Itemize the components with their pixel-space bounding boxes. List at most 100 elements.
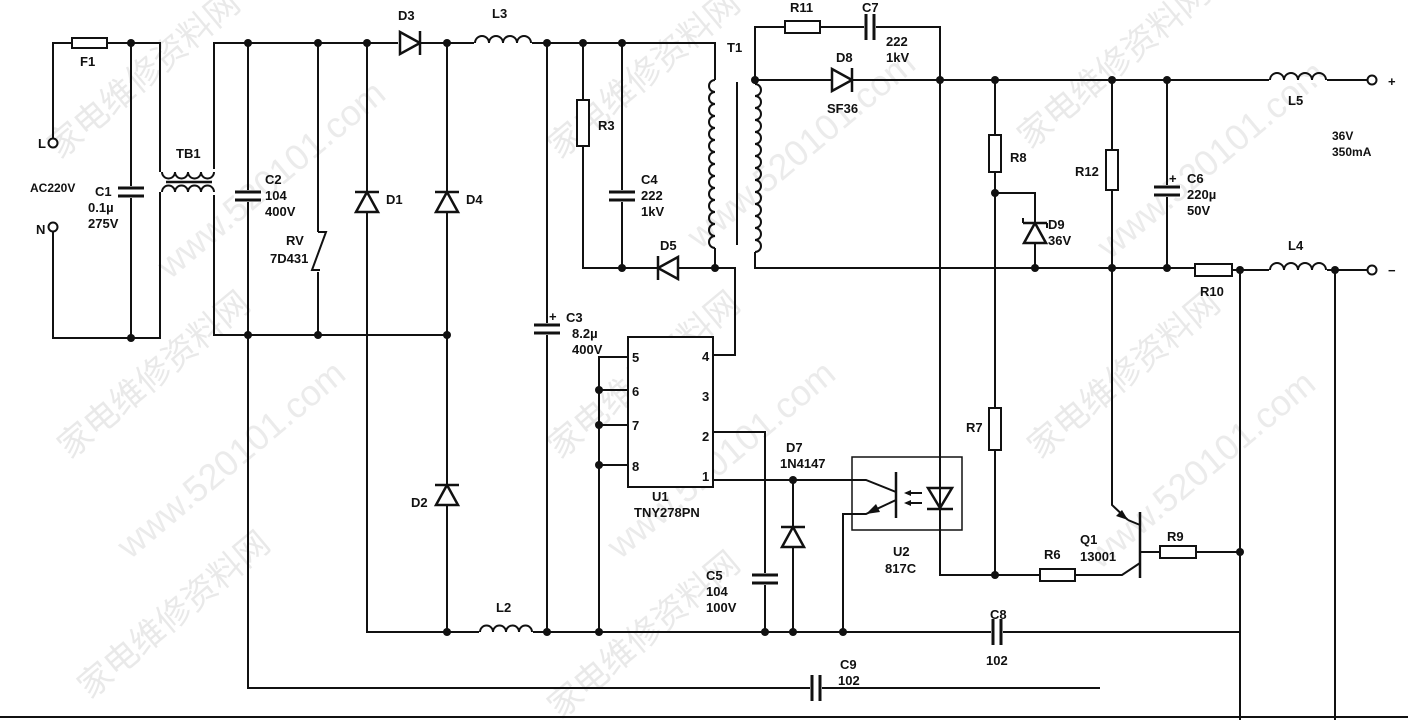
junction-dot <box>991 76 999 84</box>
junction-dot <box>839 628 847 636</box>
junction-dot <box>127 39 135 47</box>
u2-light-arrowhead-icon <box>904 490 911 496</box>
diode-d1 <box>353 189 381 214</box>
d3-label: D3 <box>398 8 415 23</box>
capacitor-c6: + <box>1153 171 1181 197</box>
d8-label: D8 <box>836 50 853 65</box>
junction-dot <box>1163 76 1171 84</box>
junction-dot <box>363 39 371 47</box>
c7-rating: 1kV <box>886 50 909 65</box>
junction-dot <box>543 39 551 47</box>
zener-diode-d9-bg <box>1023 222 1047 244</box>
labels: L N AC220V F1 C1 0.1µ 275V TB1 C2 104 40… <box>30 0 1396 688</box>
junction-dot <box>751 76 759 84</box>
diode-d2-bg <box>435 484 459 506</box>
d4-label: D4 <box>466 192 483 207</box>
wire <box>1127 519 1141 526</box>
junction-dot <box>443 331 451 339</box>
varistor-rv <box>310 231 328 271</box>
c4-rating: 1kV <box>641 204 664 219</box>
resistor-r7 <box>988 407 1002 451</box>
junction-dot <box>595 386 603 394</box>
junction-dot <box>1031 264 1039 272</box>
rv-value: 7D431 <box>270 251 308 266</box>
r10-label: R10 <box>1200 284 1224 299</box>
capacitor-c9 <box>810 674 822 702</box>
d9-value: 36V <box>1048 233 1071 248</box>
inductor-l4 <box>1269 262 1327 271</box>
r8-label: R8 <box>1010 150 1027 165</box>
watermark-cn: 家电维修资料网 <box>70 523 278 707</box>
r3-label: R3 <box>598 118 615 133</box>
junction-dot <box>1108 264 1116 272</box>
u2-light-arrowhead-icon <box>904 500 911 506</box>
wire <box>598 356 628 632</box>
l5-label: L5 <box>1288 93 1303 108</box>
c2-rating: 400V <box>265 204 296 219</box>
junction-dot <box>543 628 551 636</box>
c6-rating: 50V <box>1187 203 1210 218</box>
zener-diode-d9-body <box>1021 220 1049 245</box>
wire <box>366 43 480 633</box>
terminal <box>47 137 59 149</box>
capacitor-c4 <box>608 190 636 202</box>
d5-label: D5 <box>660 238 677 253</box>
resistor-r12 <box>1105 149 1119 191</box>
u1-label: U1 <box>652 489 669 504</box>
l2-label: L2 <box>496 600 511 615</box>
wire <box>874 26 995 576</box>
junction-dot <box>1163 264 1171 272</box>
input-n-label: N <box>36 222 45 237</box>
wire <box>842 499 897 632</box>
q1-part: 13001 <box>1080 549 1116 564</box>
wire <box>1111 80 1129 521</box>
junction-dot <box>1331 266 1339 274</box>
watermark-cn: 家电维修资料网 <box>540 0 748 167</box>
r9-label: R9 <box>1167 529 1184 544</box>
u1-pin-7: 7 <box>632 418 639 433</box>
optocoupler-u2 <box>851 456 963 531</box>
wire <box>713 248 736 356</box>
diode-d1-bg <box>355 191 379 213</box>
watermark-url: www.520101.com <box>1088 52 1333 267</box>
c4-label: C4 <box>641 172 658 187</box>
junction-dot <box>1236 266 1244 274</box>
u1-pin-1: 1 <box>702 469 709 484</box>
u1-pin-3: 3 <box>702 389 709 404</box>
resistor-r10 <box>1194 263 1233 277</box>
r6-label: R6 <box>1044 547 1061 562</box>
capacitor-c7 <box>864 13 876 41</box>
wire <box>52 192 161 339</box>
capacitor-c3-plus-icon: + <box>549 309 557 324</box>
output-voltage-label: 36V <box>1332 129 1353 143</box>
junction-dot <box>789 476 797 484</box>
c5-rating: 100V <box>706 600 737 615</box>
d8-part: SF36 <box>827 101 858 116</box>
junction-dot <box>314 39 322 47</box>
d2-label: D2 <box>411 495 428 510</box>
junction-dot <box>789 628 797 636</box>
capacitor-c8 <box>991 618 1003 646</box>
diode-d3 <box>398 29 423 57</box>
tb1-coil-lower <box>161 184 215 193</box>
d9-label: D9 <box>1048 217 1065 232</box>
junction-dot <box>244 331 252 339</box>
resistor-r8 <box>988 134 1002 173</box>
components: ++ <box>47 13 1378 702</box>
wire <box>52 42 72 138</box>
r12-label: R12 <box>1075 164 1099 179</box>
wires <box>0 26 1408 720</box>
diode-d8-body <box>830 66 855 94</box>
c8-label: C8 <box>990 607 1007 622</box>
junction-dot <box>1108 76 1116 84</box>
ic-u1 <box>627 336 714 488</box>
capacitor-c3: + <box>533 309 561 335</box>
c3-label: C3 <box>566 310 583 325</box>
d7-label: D7 <box>786 440 803 455</box>
c4-value: 222 <box>641 188 663 203</box>
diode-d5 <box>655 254 680 282</box>
input-voltage-label: AC220V <box>30 181 75 195</box>
wire <box>1075 562 1141 576</box>
watermark-cn: 家电维修资料网 <box>40 0 248 167</box>
